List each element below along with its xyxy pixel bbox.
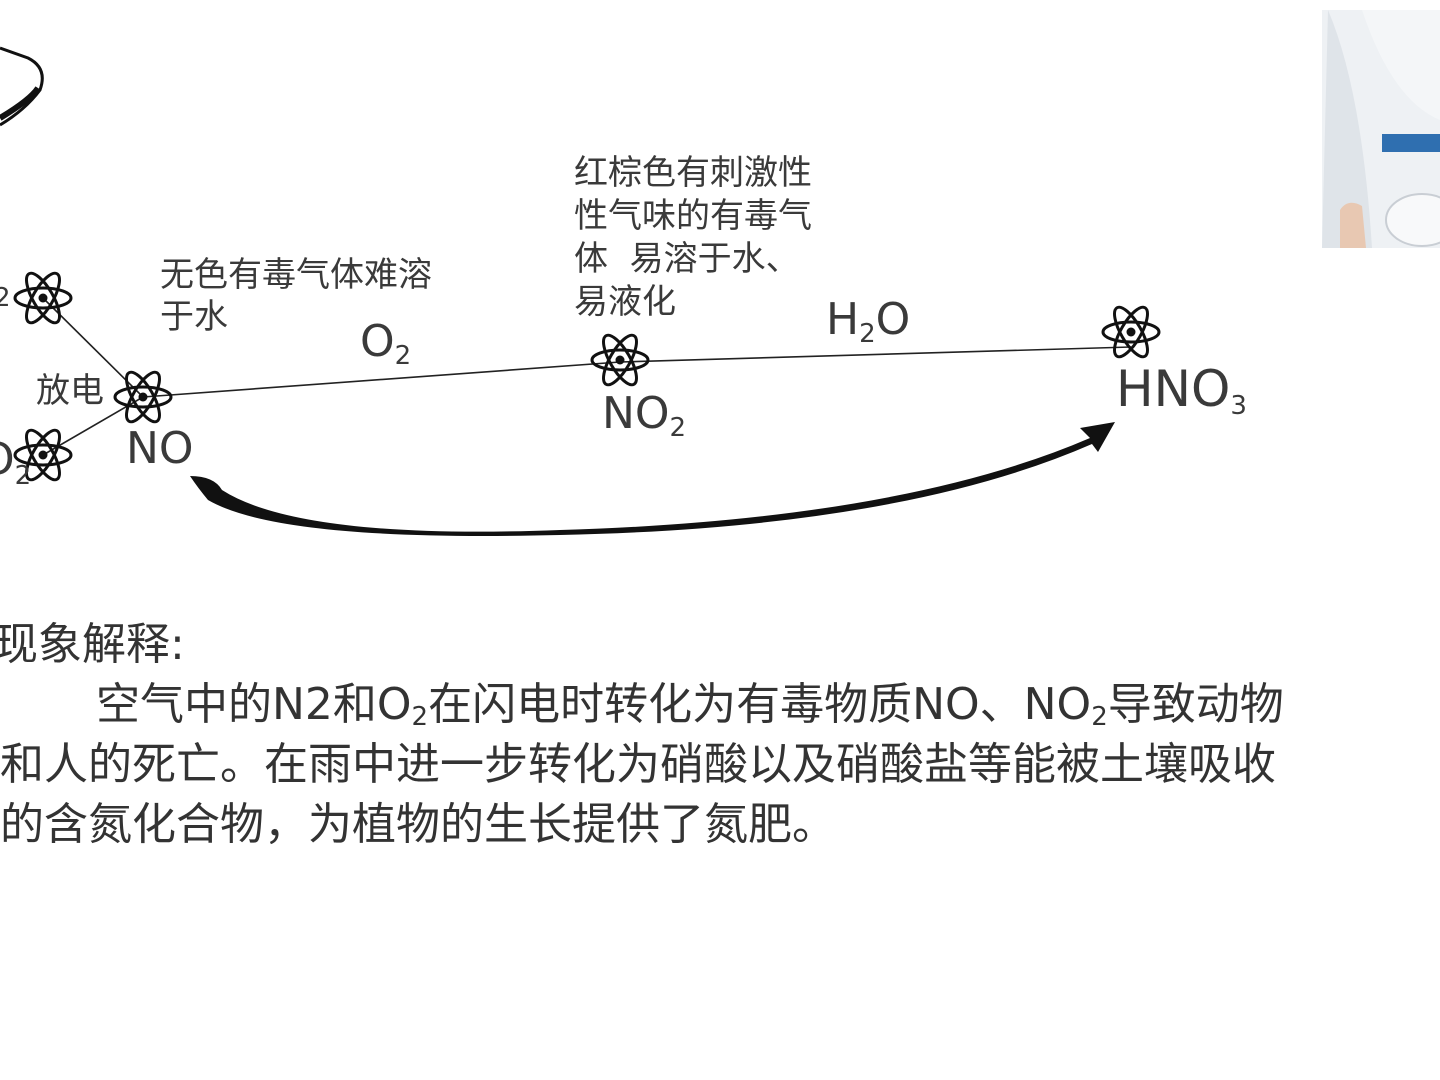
hno3-label: HNO3	[1116, 360, 1247, 421]
explanation-line3: 的含氮化合物，为植物的生长提供了氮肥。	[0, 799, 836, 850]
no-description-line2: 于水	[160, 297, 228, 337]
discharge-label: 放电	[36, 371, 104, 411]
explanation-title: 现象解释:	[0, 619, 185, 670]
no-description-line1: 无色有毒气体难溶	[160, 255, 432, 295]
device-shadow	[0, 86, 41, 121]
line-no2-to-hno3	[619, 346, 1132, 363]
line-o2-to-no	[42, 396, 144, 456]
no-label: NO	[126, 423, 194, 474]
curved-arrow	[190, 422, 1115, 536]
atom-icon-no2	[590, 329, 650, 391]
presenter-video-thumbnail[interactable]	[1322, 10, 1440, 248]
left-bottom-partial-formula: O2	[0, 434, 31, 491]
atom-icon-hno3	[1101, 301, 1161, 363]
no2-description-line1: 红棕色有刺激性	[574, 153, 812, 193]
presenter-image	[1322, 10, 1440, 248]
no2-description-line4: 易液化	[574, 282, 676, 322]
explanation-line2: 和人的死亡。在雨中进一步转化为硝酸以及硝酸盐等能被土壤吸收	[0, 739, 1276, 790]
left-top-partial-sub: 2	[0, 283, 11, 313]
reactant-o2-label: O2	[360, 316, 411, 371]
explanation-line1: 空气中的N2和O2在闪电时转化为有毒物质NO、NO2导致动物	[96, 679, 1284, 732]
line-no-to-no2	[142, 361, 621, 398]
reactant-h2o-label: H2O	[826, 294, 910, 349]
no2-description-line2: 性气味的有毒气	[574, 196, 812, 236]
no2-label: NO2	[602, 388, 686, 443]
no2-description-line3: 体 易溶于水、	[574, 239, 800, 279]
explanation-block: 现象解释: 空气中的N2和O2在闪电时转化为有毒物质NO、NO2导致动物 和人的…	[0, 615, 1400, 855]
